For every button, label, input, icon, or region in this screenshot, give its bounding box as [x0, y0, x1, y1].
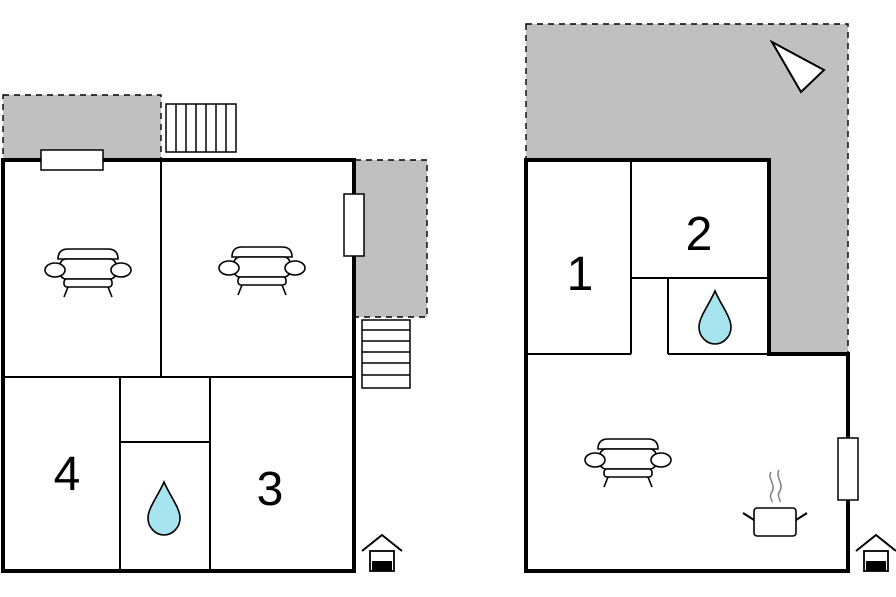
stairs-icon	[165, 103, 237, 153]
room-label: 3	[257, 463, 284, 516]
floor-plan-left: 4 3	[1, 94, 428, 573]
terrace-right	[354, 159, 428, 318]
window-icon	[837, 437, 859, 501]
window-icon	[343, 193, 365, 257]
house-entrance-icon	[361, 534, 403, 572]
room-label: 4	[54, 448, 81, 501]
room-label: 1	[567, 248, 594, 301]
floor-plan-right: 1 2	[524, 23, 896, 573]
north-arrow-icon	[769, 39, 826, 94]
terrace-top-left	[2, 94, 162, 160]
room-label: 2	[686, 208, 713, 261]
outer-wall	[1, 158, 356, 573]
window-icon	[40, 149, 104, 171]
house-entrance-icon	[855, 534, 896, 572]
stairs-icon	[361, 319, 411, 389]
cooking-pot-icon	[742, 469, 808, 537]
